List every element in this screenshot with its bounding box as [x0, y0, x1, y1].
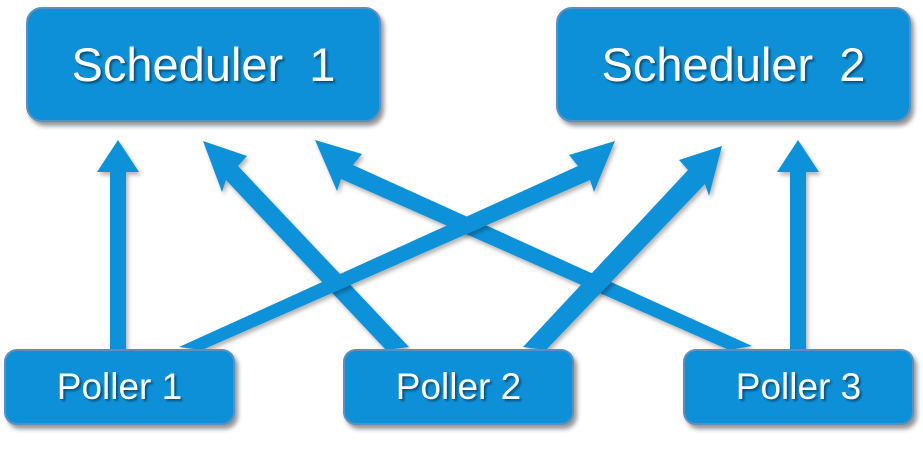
node-poller-3[interactable]: Poller 3 — [683, 349, 914, 425]
node-poller-3-label: Poller 3 — [735, 366, 862, 407]
edge-poller1-scheduler1 — [97, 140, 139, 350]
node-poller-1[interactable]: Poller 1 — [4, 349, 235, 425]
node-scheduler-1-label: Scheduler 1 — [71, 38, 336, 91]
node-scheduler-1[interactable]: Scheduler 1 — [26, 7, 381, 122]
edge-poller2-scheduler1 — [203, 141, 409, 350]
node-scheduler-2[interactable]: Scheduler 2 — [556, 7, 911, 122]
edge-poller2-scheduler2 — [523, 146, 722, 350]
node-poller-2[interactable]: Poller 2 — [343, 349, 574, 425]
edge-poller1-scheduler2 — [179, 141, 615, 350]
node-scheduler-2-label: Scheduler 2 — [601, 38, 866, 91]
node-poller-1-label: Poller 1 — [56, 366, 183, 407]
edge-poller3-scheduler1 — [315, 140, 752, 350]
edge-poller3-scheduler2 — [777, 140, 819, 350]
node-poller-2-label: Poller 2 — [395, 366, 522, 407]
